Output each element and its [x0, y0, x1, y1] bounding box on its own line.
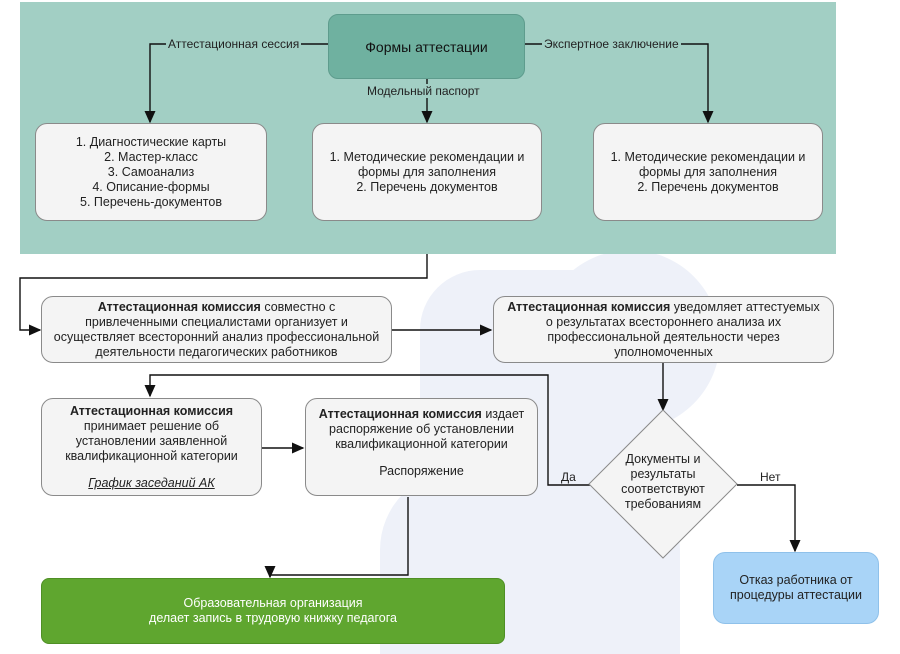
- edge-label-expert: Экспертное заключение: [542, 37, 681, 51]
- analysis-text: осуществляет всесторонний анализ професс…: [53, 329, 380, 344]
- passport-item: 1. Методические рекомендации и: [329, 149, 525, 164]
- edge-label-passport: Модельный паспорт: [365, 84, 482, 98]
- decision-box: Аттестационная комиссия принимает решени…: [41, 398, 262, 496]
- refusal-box: Отказ работника от процедуры аттестации: [713, 552, 879, 624]
- organization-record-box: Образовательная организация делает запис…: [41, 578, 505, 644]
- passport-forms-box: 1. Методические рекомендации и формы для…: [312, 123, 542, 221]
- arrow-to-left-box: [144, 43, 328, 124]
- passport-item: 2. Перечень документов: [356, 179, 498, 194]
- diamond-text: Документы и результаты соответствуют тре…: [603, 452, 723, 512]
- order-text: распоряжение об установлении: [329, 422, 514, 436]
- notify-text: профессиональной деятельности через: [547, 329, 780, 344]
- order-text: издает: [481, 407, 525, 421]
- commission-label: Аттестационная комиссия: [507, 299, 671, 314]
- arrow-yes-to-decision: [144, 374, 590, 486]
- diamond-line: результаты: [630, 467, 696, 481]
- blue-text: процедуры аттестации: [729, 588, 863, 602]
- session-item: 2. Мастер-класс: [104, 149, 198, 164]
- passport-item: формы для заполнения: [357, 164, 496, 179]
- analysis-text: совместно с: [260, 299, 336, 314]
- green-text: Образовательная организация: [183, 596, 363, 610]
- yes-label: Да: [561, 470, 576, 484]
- session-item: 5. Перечень-документов: [80, 194, 222, 209]
- arrow-to-right-box: [525, 43, 714, 124]
- session-item: 4. Описание-формы: [92, 179, 210, 194]
- green-text: делает запись в трудовую книжку педагога: [149, 611, 397, 625]
- expert-item: 2. Перечень документов: [637, 179, 779, 194]
- expert-item: формы для заполнения: [638, 164, 777, 179]
- arrow-order-to-green: [264, 497, 409, 579]
- no-label: Нет: [760, 470, 781, 484]
- notify-text: уполномоченных: [614, 344, 713, 359]
- arrow-panel-to-analysis: [19, 254, 428, 336]
- analysis-text: деятельности педагогических работников: [95, 344, 338, 359]
- commission-label: Аттестационная комиссия: [97, 299, 261, 314]
- session-item: 3. Самоанализ: [107, 164, 195, 179]
- decision-text: квалификационной категории: [65, 448, 238, 463]
- analysis-text: привлеченными специалистами организует и: [85, 314, 348, 329]
- expert-item: 1. Методические рекомендации и: [610, 149, 806, 164]
- order-box: Аттестационная комиссия издает распоряже…: [305, 398, 538, 496]
- notify-box: Аттестационная комиссия уведомляет аттес…: [493, 296, 834, 363]
- edge-label-session: Аттестационная сессия: [166, 37, 302, 51]
- decision-text: принимает решение об: [83, 418, 220, 433]
- blue-text: Отказ работника от: [739, 573, 853, 587]
- meeting-schedule-link[interactable]: График заседаний АК: [88, 475, 215, 490]
- notify-text: уведомляет аттестуемых: [670, 299, 820, 314]
- diamond-line: соответствуют: [621, 482, 705, 496]
- diamond-line: требованиям: [624, 497, 702, 511]
- commission-label: Аттестационная комиссия: [318, 407, 482, 421]
- forms-title-box: Формы аттестации: [328, 14, 525, 79]
- session-forms-box: 1. Диагностические карты 2. Мастер-класс…: [35, 123, 267, 221]
- forms-title: Формы аттестации: [365, 38, 488, 55]
- commission-label: Аттестационная комиссия: [69, 403, 234, 418]
- order-text: квалификационной категории: [335, 437, 508, 451]
- expert-forms-box: 1. Методические рекомендации и формы для…: [593, 123, 823, 221]
- decision-text: установлении заявленной: [75, 433, 228, 448]
- arrow-no-to-blue: [737, 484, 801, 553]
- decision-diamond-shape: [588, 409, 738, 559]
- diamond-line: Документы и: [625, 452, 701, 466]
- analysis-box: Аттестационная комиссия совместно с прив…: [41, 296, 392, 363]
- notify-text: о результатах всестороннего анализа их: [545, 314, 782, 329]
- order-document-label: Распоряжение: [379, 464, 464, 478]
- session-item: 1. Диагностические карты: [75, 134, 227, 149]
